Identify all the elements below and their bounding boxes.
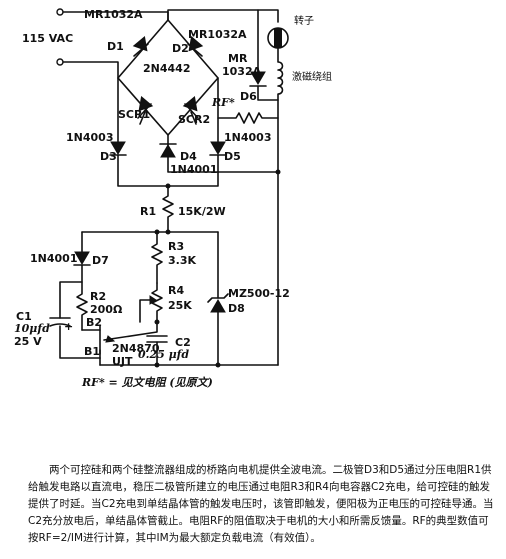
- d1-part-label: MR1032A: [84, 8, 143, 21]
- d1-label: D1: [107, 40, 124, 53]
- wire-d4-return: [167, 156, 279, 173]
- scr-part-label: 2N4442: [143, 62, 190, 75]
- d2-label: D2: [172, 42, 189, 55]
- r4-value: 25K: [168, 299, 192, 312]
- ac-source-label: 115 VAC: [22, 32, 73, 45]
- r2-label: R2: [90, 290, 106, 303]
- d5-part-label: 1N4003: [224, 131, 271, 144]
- d2-diode: [187, 35, 204, 57]
- rf-label: RF*: [211, 96, 235, 109]
- d8-label: D8: [228, 302, 245, 315]
- d4-label: D4: [180, 150, 197, 163]
- d6-part-line2: 1032A: [222, 65, 262, 78]
- d8-part-label: MZ500-12: [228, 287, 290, 300]
- r2-resistor: [76, 281, 88, 331]
- scr1: [137, 95, 154, 125]
- d6-label: D6: [240, 90, 257, 103]
- rf-footnote: RF* = 见文电阻 (见原文): [81, 376, 213, 389]
- motor-label: 转子: [294, 14, 314, 27]
- r3-label: R3: [168, 240, 184, 253]
- r3-resistor: [151, 231, 163, 284]
- motor-armature: [267, 27, 289, 49]
- c2-value: 0.25 μfd: [138, 348, 189, 361]
- d7-label: D7: [92, 254, 109, 267]
- c1-value: 10μfd: [14, 322, 50, 335]
- r4-potentiometer: [151, 282, 163, 323]
- ujt-part-label: 2N4870: [112, 342, 160, 355]
- ac-terminal-bottom: [56, 58, 64, 66]
- scr2: [182, 95, 199, 125]
- d2-part-label: MR1032A: [188, 28, 247, 41]
- r1-value: 15K/2W: [178, 205, 226, 218]
- d1-diode: [132, 35, 149, 57]
- d4-diode: [159, 143, 177, 158]
- scr1-label: SCR1: [118, 108, 150, 121]
- r2-value: 200Ω: [90, 303, 123, 316]
- wire-bridge-pos: [167, 9, 259, 73]
- c1-label: C1: [16, 310, 32, 323]
- field-winding: [277, 47, 284, 119]
- c1-capacitor: [49, 317, 71, 327]
- ac-terminal-top: [56, 8, 64, 16]
- field-winding-label: 激磁绕组: [292, 70, 332, 83]
- c2-label: C2: [175, 336, 191, 349]
- d7-part-label: 1N4001: [30, 252, 77, 265]
- ujt-b2-label: B2: [86, 316, 102, 329]
- r1-label: R1: [140, 205, 156, 218]
- r3-value: 3.3K: [168, 254, 196, 267]
- r4-label: R4: [168, 284, 184, 297]
- wire-to-motor: [257, 9, 279, 23]
- d5-label: D5: [224, 150, 241, 163]
- ujt-b1-label: B1: [84, 345, 100, 358]
- c1-plus-label: +: [64, 320, 73, 333]
- ujt-label: UJT: [112, 355, 133, 368]
- rf-resistor: [217, 112, 279, 366]
- wire-ac-bottom: [62, 61, 119, 79]
- c1-voltage: 25 V: [14, 335, 42, 348]
- ujt-transistor: [81, 321, 158, 359]
- figure-caption: 两个可控硅和两个硅整流器组成的桥路向电机提供全波电流。二极管D3和D5通过分压电…: [28, 464, 494, 544]
- r1-resistor: [162, 185, 174, 233]
- d3-part-label: 1N4003: [66, 131, 113, 144]
- d6-part-line1: MR: [228, 52, 248, 65]
- scr2-label: SCR2: [178, 113, 210, 126]
- d3-label: D3: [100, 150, 117, 163]
- d4-part-label: 1N4001: [170, 163, 217, 176]
